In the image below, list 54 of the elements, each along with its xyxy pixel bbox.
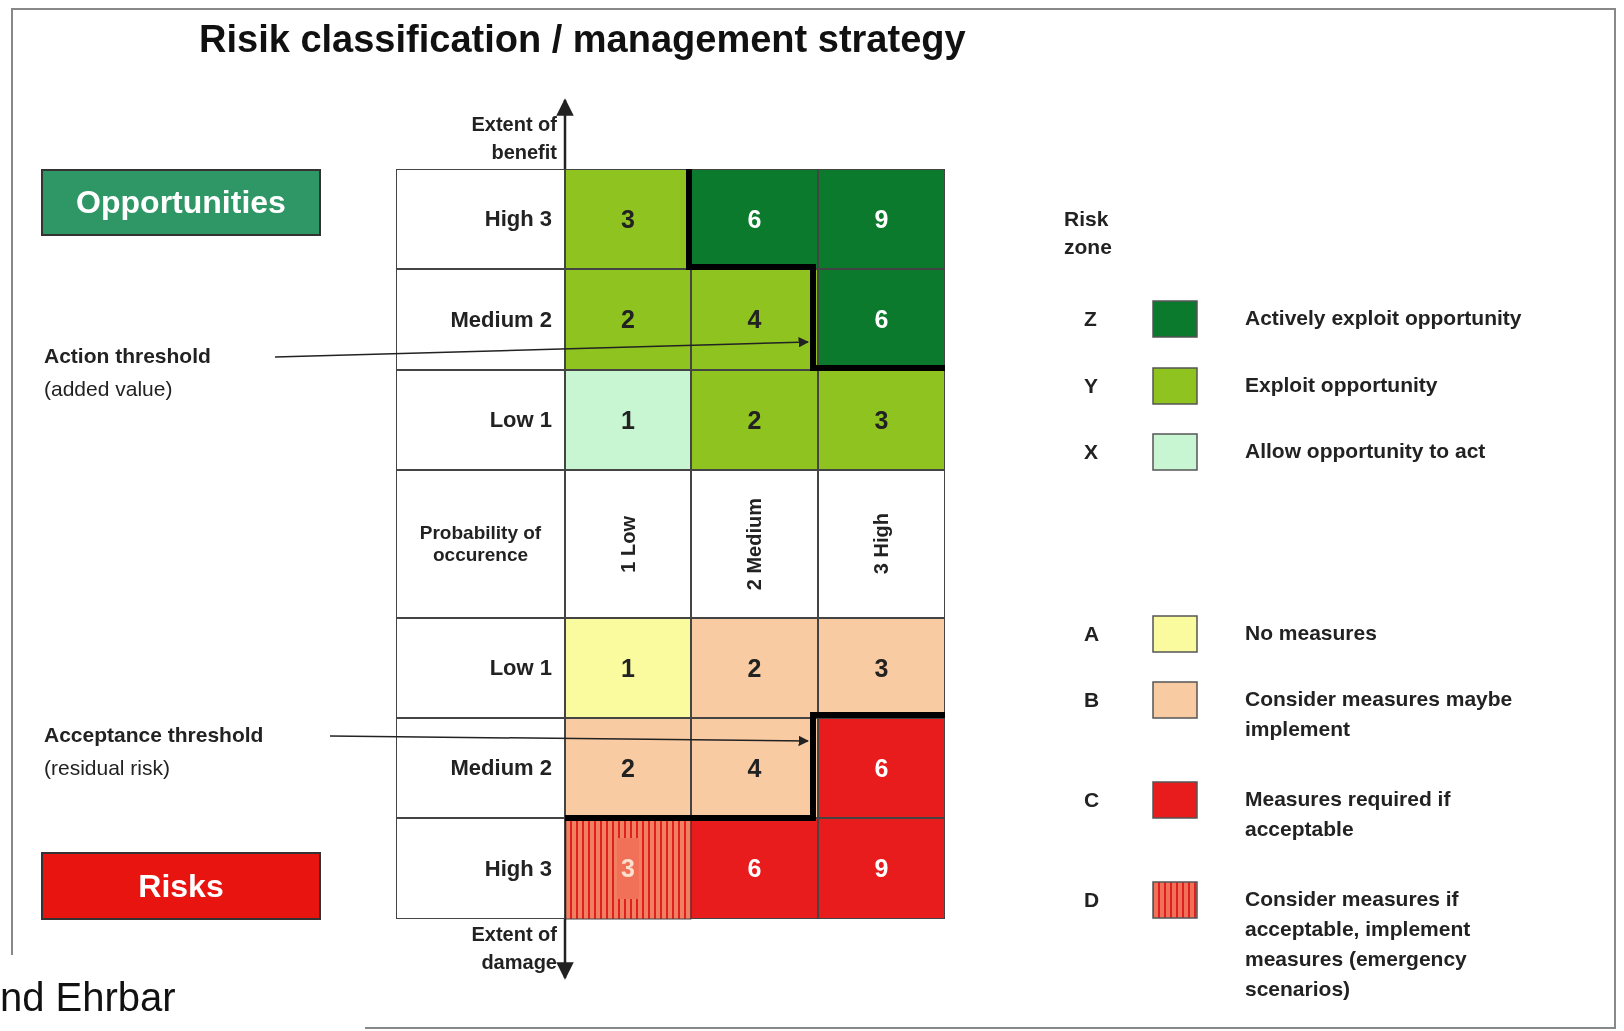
risk-score-cell: 1 [565, 370, 691, 470]
threshold-label: Acceptance threshold [44, 722, 264, 748]
risk-score-cell: 2 [565, 718, 691, 818]
row-label: High 3 [396, 169, 565, 269]
zone-letter: Y [1084, 373, 1099, 399]
legend-heading: Risk zone [1064, 206, 1113, 260]
row-label: Medium 2 [396, 269, 565, 370]
risk-score-cell: 6 [691, 169, 818, 269]
threshold-note: (added value) [44, 376, 173, 402]
axis-label: Probability of occurence [396, 470, 565, 618]
legend-text: Measures required if acceptable [1245, 786, 1452, 842]
category-box: Risks [41, 852, 321, 920]
row-label: Low 1 [396, 618, 565, 718]
zone-letter: X [1084, 439, 1099, 465]
legend-text: No measures [1245, 620, 1378, 646]
legend-text: Actively exploit opportunity [1245, 305, 1523, 331]
category-box: Opportunities [41, 169, 321, 236]
risk-score-cell: 3 [818, 370, 945, 470]
threshold-line [565, 712, 945, 821]
risk-score-cell: 2 [565, 269, 691, 370]
axis-label: 1 Low [616, 515, 640, 573]
footer-text: nd Ehrbar [0, 975, 177, 1021]
row-label: High 3 [396, 818, 565, 919]
legend-text: Consider measures if acceptable, implement measures (emergency scenarios) [1245, 886, 1472, 1002]
leader-arrow [274, 337, 810, 358]
zone-letter: A [1084, 621, 1101, 647]
row-label: Medium 2 [396, 718, 565, 818]
risk-score: 3 [617, 838, 639, 899]
risk-score-cell: 1 [565, 618, 691, 718]
zone-letter: B [1084, 687, 1101, 713]
axis-label: 2 Medium [743, 497, 766, 591]
legend-text: Allow opportunity to act [1245, 438, 1487, 464]
threshold-label: Action threshold [44, 343, 211, 369]
zone-letter: C [1084, 787, 1101, 813]
title: Risik classification / management strategy [199, 18, 967, 62]
risk-score-cell: 4 [691, 269, 818, 370]
axis-label: 3 High [870, 513, 893, 575]
zone-letter: D [1084, 887, 1101, 913]
zone-letter: Z [1084, 306, 1098, 332]
risk-score-cell: 9 [818, 169, 945, 269]
legend-text: Exploit opportunity [1245, 372, 1439, 398]
axis-label: Extent of benefit [470, 112, 557, 164]
risk-score-cell: 2 [691, 618, 818, 718]
leader-arrow [329, 735, 810, 747]
row-label: Low 1 [396, 370, 565, 470]
risk-score-cell: 6 [691, 818, 818, 919]
risk-score-cell: 2 [691, 370, 818, 470]
axis-label: Extent of damage [470, 922, 557, 974]
threshold-note: (residual risk) [44, 755, 171, 781]
risk-score-cell: 9 [818, 818, 945, 919]
legend-text: Consider measures maybe implement [1245, 686, 1514, 742]
threshold-line [686, 169, 945, 371]
risk-score-cell: 4 [691, 718, 818, 818]
risk-score-cell: 6 [818, 718, 945, 818]
